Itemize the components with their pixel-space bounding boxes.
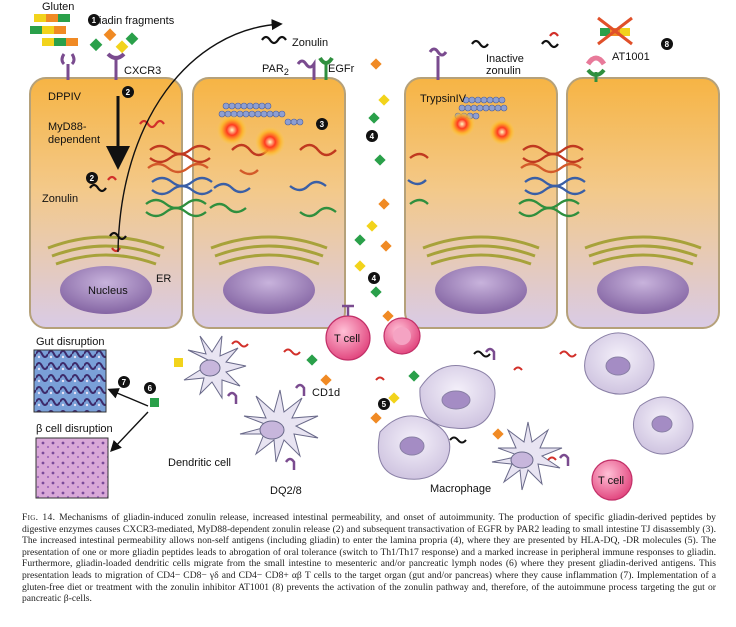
- label-myd88-1: MyD88-: [48, 121, 87, 133]
- macrophages: [377, 332, 694, 480]
- tight-junction-disassembled: [209, 143, 337, 218]
- mhc-receptors: [226, 347, 570, 470]
- label-trypsin: TrypsinIV: [420, 93, 467, 105]
- beta-disruption-panel: β cell disruption: [35, 423, 113, 499]
- tight-junction-partial: [407, 152, 429, 205]
- label-zonulin-top: Zonulin: [292, 37, 328, 49]
- t-cell-2: [383, 317, 421, 355]
- dppiv-receptor: [60, 53, 76, 80]
- step-6: 6: [144, 382, 156, 394]
- step-8: 8: [661, 38, 673, 50]
- svg-text:T cell: T cell: [598, 475, 624, 487]
- dendritic-cell-3: [491, 421, 563, 491]
- step-4a: 4: [366, 130, 378, 142]
- svg-text:6: 6: [148, 384, 153, 393]
- nucleus: [60, 266, 152, 314]
- t-cell-3: T cell: [591, 459, 633, 501]
- svg-text:4: 4: [370, 132, 375, 141]
- step-1: 1: [88, 14, 100, 26]
- label-par2: PAR2: [262, 63, 289, 77]
- label-dendritic-cell: Dendritic cell: [168, 457, 231, 469]
- label-at1001: AT1001: [612, 51, 650, 63]
- t-cell-1: T cell: [325, 304, 371, 361]
- label-zonulin-cell: Zonulin: [42, 193, 78, 205]
- dendritic-cell-1: [183, 335, 247, 400]
- par2-receptor: [296, 59, 316, 80]
- epithelial-cell-1: [29, 77, 183, 329]
- step-5: 5: [378, 398, 390, 410]
- at1001-receptor: [585, 55, 607, 82]
- tight-junction-intact-2: [518, 144, 586, 218]
- step-4b: 4: [368, 272, 380, 284]
- zonulin-molecules: [89, 31, 559, 253]
- caption-fig-label: Fig. 14.: [22, 512, 56, 523]
- diagram: Gluten Gliadin fragments CXCR3 DPPIV MyD…: [29, 1, 720, 501]
- gluten-peptides: [30, 14, 78, 46]
- label-macrophage: Macrophage: [430, 483, 491, 495]
- epithelial-cell-4: [566, 77, 720, 329]
- arrow-to-gut: [107, 388, 149, 407]
- caption-text: Mechanisms of gliadin-induced zonulin re…: [22, 512, 716, 605]
- lamina-gliadin: [150, 354, 504, 440]
- tight-junction-intact: [145, 144, 213, 218]
- epithelial-cell-3: [404, 77, 558, 329]
- svg-text:T cell: T cell: [334, 333, 360, 345]
- dendritic-cell-2: [239, 389, 319, 463]
- arrow-to-pancreas: [110, 411, 149, 453]
- svg-text:7: 7: [122, 378, 127, 387]
- label-cxcr3: CXCR3: [124, 65, 161, 77]
- gliadin-fragments: [89, 28, 139, 54]
- svg-text:3: 3: [320, 120, 325, 129]
- lamina-zonulin: [231, 340, 577, 461]
- svg-text:β cell disruption: β cell disruption: [36, 423, 113, 435]
- label-myd88-2: dependent: [48, 134, 100, 146]
- endoplasmic-reticulum: [47, 235, 165, 266]
- trypsin-receptor: [428, 47, 448, 80]
- label-nucleus: Nucleus: [88, 285, 128, 297]
- svg-text:4: 4: [372, 274, 377, 283]
- label-inactive-2: zonulin: [486, 65, 521, 77]
- blocked-gluten: [597, 16, 633, 46]
- label-dppiv: DPPIV: [48, 91, 82, 103]
- nucleus-2: [223, 266, 315, 314]
- pkc-activation-glows: [217, 111, 515, 157]
- zonulin-release-arrow: [117, 18, 283, 253]
- step-7: 7: [118, 376, 130, 388]
- label-inactive-1: Inactive: [486, 53, 524, 65]
- label-gliadin-fragments: Gliadin fragments: [88, 15, 175, 27]
- svg-text:Gut disruption: Gut disruption: [36, 336, 104, 348]
- egfr-receptor: [318, 56, 334, 80]
- label-er: ER: [156, 273, 171, 285]
- svg-text:2: 2: [126, 88, 131, 97]
- cxcr3-receptor: [106, 52, 126, 80]
- actin-filaments: [218, 96, 508, 126]
- svg-text:5: 5: [382, 400, 387, 409]
- figure-caption: Fig. 14. Mechanisms of gliadin-induced z…: [22, 512, 716, 605]
- gut-disruption-panel: Gut disruption: [33, 336, 107, 413]
- svg-text:1: 1: [92, 16, 97, 25]
- label-egfr: EGFr: [328, 63, 355, 75]
- label-gluten: Gluten: [42, 1, 74, 13]
- step-2a: 2: [122, 86, 134, 98]
- step-2b: 2: [86, 172, 98, 184]
- label-cd1d: CD1d: [312, 387, 340, 399]
- svg-text:2: 2: [90, 174, 95, 183]
- step-3: 3: [316, 118, 328, 130]
- svg-text:8: 8: [665, 40, 670, 49]
- label-dq: DQ2/8: [270, 485, 302, 497]
